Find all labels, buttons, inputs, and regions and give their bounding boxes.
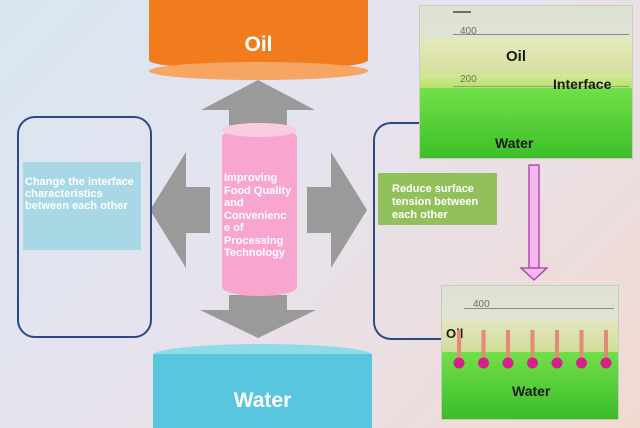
interface-band xyxy=(420,74,632,88)
center-cylinder-text: Improving Food Quality and Convenienc e … xyxy=(224,172,292,259)
left-box-text: Change the interface characteristics bet… xyxy=(25,176,134,212)
emulsifier-molecule xyxy=(576,330,587,369)
scale-line-400 xyxy=(453,34,629,35)
scale-400-label: 400 xyxy=(473,299,490,310)
emulsifier-molecule xyxy=(453,330,465,369)
arrow-up-to-oil xyxy=(201,80,315,126)
photo-oil-water-interface: 400 200 Oil Interface Water xyxy=(419,5,633,159)
water-layer xyxy=(420,86,632,158)
arrow-right xyxy=(307,152,367,268)
arrow-left xyxy=(150,152,210,268)
emulsifier-molecule xyxy=(478,330,489,369)
photo-interface-label: Interface xyxy=(553,76,612,92)
left-text-box xyxy=(23,162,141,250)
arrow-down-between-photos xyxy=(519,164,549,281)
water-container xyxy=(153,354,372,428)
scale-line-400 xyxy=(464,308,614,309)
center-cylinder xyxy=(222,128,297,296)
scale-mark xyxy=(453,11,471,13)
emulsifier-molecule xyxy=(551,330,563,369)
center-cylinder-top xyxy=(222,123,297,137)
arrow-down-to-water xyxy=(200,295,316,338)
emulsifier-molecule xyxy=(502,330,514,369)
right-text-box xyxy=(378,173,497,225)
oil-label: Oil xyxy=(244,33,273,56)
oil-container-rim xyxy=(149,62,368,80)
scale-400-label: 400 xyxy=(460,26,477,37)
emulsifier-molecule xyxy=(600,330,612,369)
photo-emulsifier-molecules: 400 Oil Water xyxy=(441,285,619,420)
photo-oil-label: Oil xyxy=(506,48,527,65)
oil-layer xyxy=(442,320,618,352)
oil-container xyxy=(149,0,368,70)
left-frame xyxy=(17,116,152,338)
emulsifier-molecules xyxy=(453,330,612,369)
right-box-text: Reduce surface tension between each othe… xyxy=(392,183,479,221)
emulsifier-molecule xyxy=(527,330,538,369)
scale-200-label: 200 xyxy=(460,74,477,85)
scale-line-200 xyxy=(453,86,629,87)
photo-water-label: Water xyxy=(495,135,534,151)
photo-water-label: Water xyxy=(512,383,551,399)
oil-layer xyxy=(420,38,632,74)
water-label: Water xyxy=(233,389,292,412)
